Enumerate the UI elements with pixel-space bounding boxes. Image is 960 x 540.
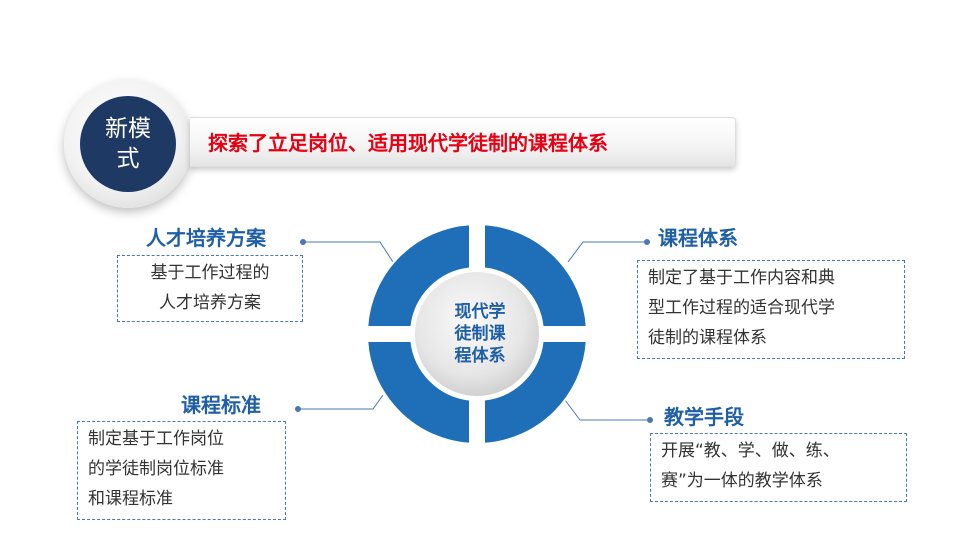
center-line-1: 现代学 [454,302,506,322]
box-line: 徒制的课程体系 [648,328,767,348]
section-box-course-standard: 制定基于工作岗位 的学徒制岗位标准 和课程标准 [77,421,286,520]
connector-left-bottom [298,394,384,410]
connector-left-top [303,241,394,263]
connector-right-bottom [564,399,650,421]
center-line-3: 程体系 [454,346,506,366]
connector-dot-left-top [300,239,306,245]
section-title-course-standard: 课程标准 [181,393,261,417]
section-title-talent-plan: 人才培养方案 [146,226,266,250]
center-disc [411,268,543,400]
center-line-2: 徒制课 [454,324,506,344]
box-line: 制定了基于工作内容和典 [648,268,835,288]
section-box-talent-plan: 基于工作过程的 人才培养方案 [117,255,303,322]
section-title-curriculum: 课程体系 [658,226,738,250]
headline-banner [190,117,736,167]
connector-dot-right-top [644,239,650,245]
badge-label: 新模式 [105,116,151,172]
box-line: 开展“教、学、做、练、 [661,441,840,461]
box-line: 基于工作过程的 [150,263,270,283]
connector-right-top [567,241,647,263]
box-line: 和课程标准 [88,489,173,509]
connector-dot-left-bottom [295,406,301,412]
section-box-teaching-method: 开展“教、学、做、练、 赛”为一体的教学体系 [650,433,907,502]
box-line: 制定基于工作岗位 [88,429,224,449]
connector-dot-right-bottom [647,417,653,423]
center-label: 现代学 徒制课 程体系 [420,286,540,382]
box-line: 型工作过程的适合现代学 [648,298,835,318]
section-box-curriculum: 制定了基于工作内容和典 型工作过程的适合现代学 徒制的课程体系 [637,260,905,359]
box-line: 赛”为一体的教学体系 [661,471,823,491]
section-title-teaching-method: 教学手段 [664,405,744,429]
headline-text: 探索了立足岗位、适用现代学徒制的课程体系 [208,131,608,155]
box-line: 人才培养方案 [159,293,261,313]
box-line: 的学徒制岗位标准 [88,459,224,479]
mode-badge: 新模式 [80,96,176,192]
